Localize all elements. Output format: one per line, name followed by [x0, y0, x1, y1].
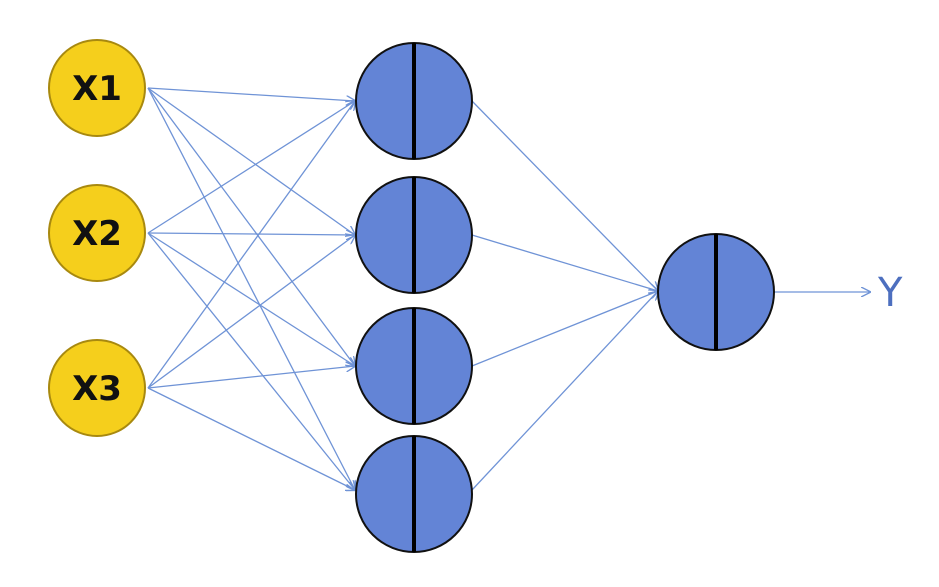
input-node-x1-circle	[48, 39, 146, 137]
connection-x3-h3	[147, 366, 355, 389]
hidden-neuron-3	[355, 307, 473, 425]
input-node-x1: X1	[48, 39, 146, 137]
connection-x3-h1	[147, 101, 355, 389]
hidden-neuron-1	[355, 42, 473, 160]
connection-x1-h2	[147, 87, 355, 235]
hidden-neuron-2	[355, 176, 473, 294]
input-node-x3: X3	[48, 339, 146, 437]
input-node-x2-label: X2	[72, 214, 122, 254]
connection-h1-out	[471, 100, 658, 291]
connection-x2-h3	[147, 232, 355, 366]
connection-x2-h1	[147, 101, 355, 234]
connection-h4-out	[471, 291, 658, 491]
connection-x1-h1	[147, 87, 355, 101]
connection-h2-out	[471, 234, 658, 291]
connection-h3-out	[471, 291, 658, 367]
input-node-x3-label: X3	[72, 369, 122, 409]
input-layer: X1 X2 X3	[48, 39, 146, 437]
connection-x3-h2	[147, 235, 355, 389]
connection-x2-h2	[147, 233, 355, 235]
output-layer: Y	[657, 233, 903, 351]
input-node-x2-circle	[48, 184, 146, 282]
output-neuron	[657, 233, 775, 351]
input-node-x1-label: X1	[72, 69, 122, 109]
connection-x3-h4	[147, 387, 355, 490]
connection-x2-h4	[147, 232, 355, 490]
output-label-y: Y	[877, 270, 903, 316]
connections-layer	[147, 87, 870, 491]
hidden-layer	[355, 42, 473, 553]
connection-x1-h3	[147, 87, 355, 366]
hidden-neuron-4	[355, 435, 473, 553]
connection-x1-h4	[147, 87, 355, 490]
input-node-x3-circle	[48, 339, 146, 437]
input-node-x2: X2	[48, 184, 146, 282]
